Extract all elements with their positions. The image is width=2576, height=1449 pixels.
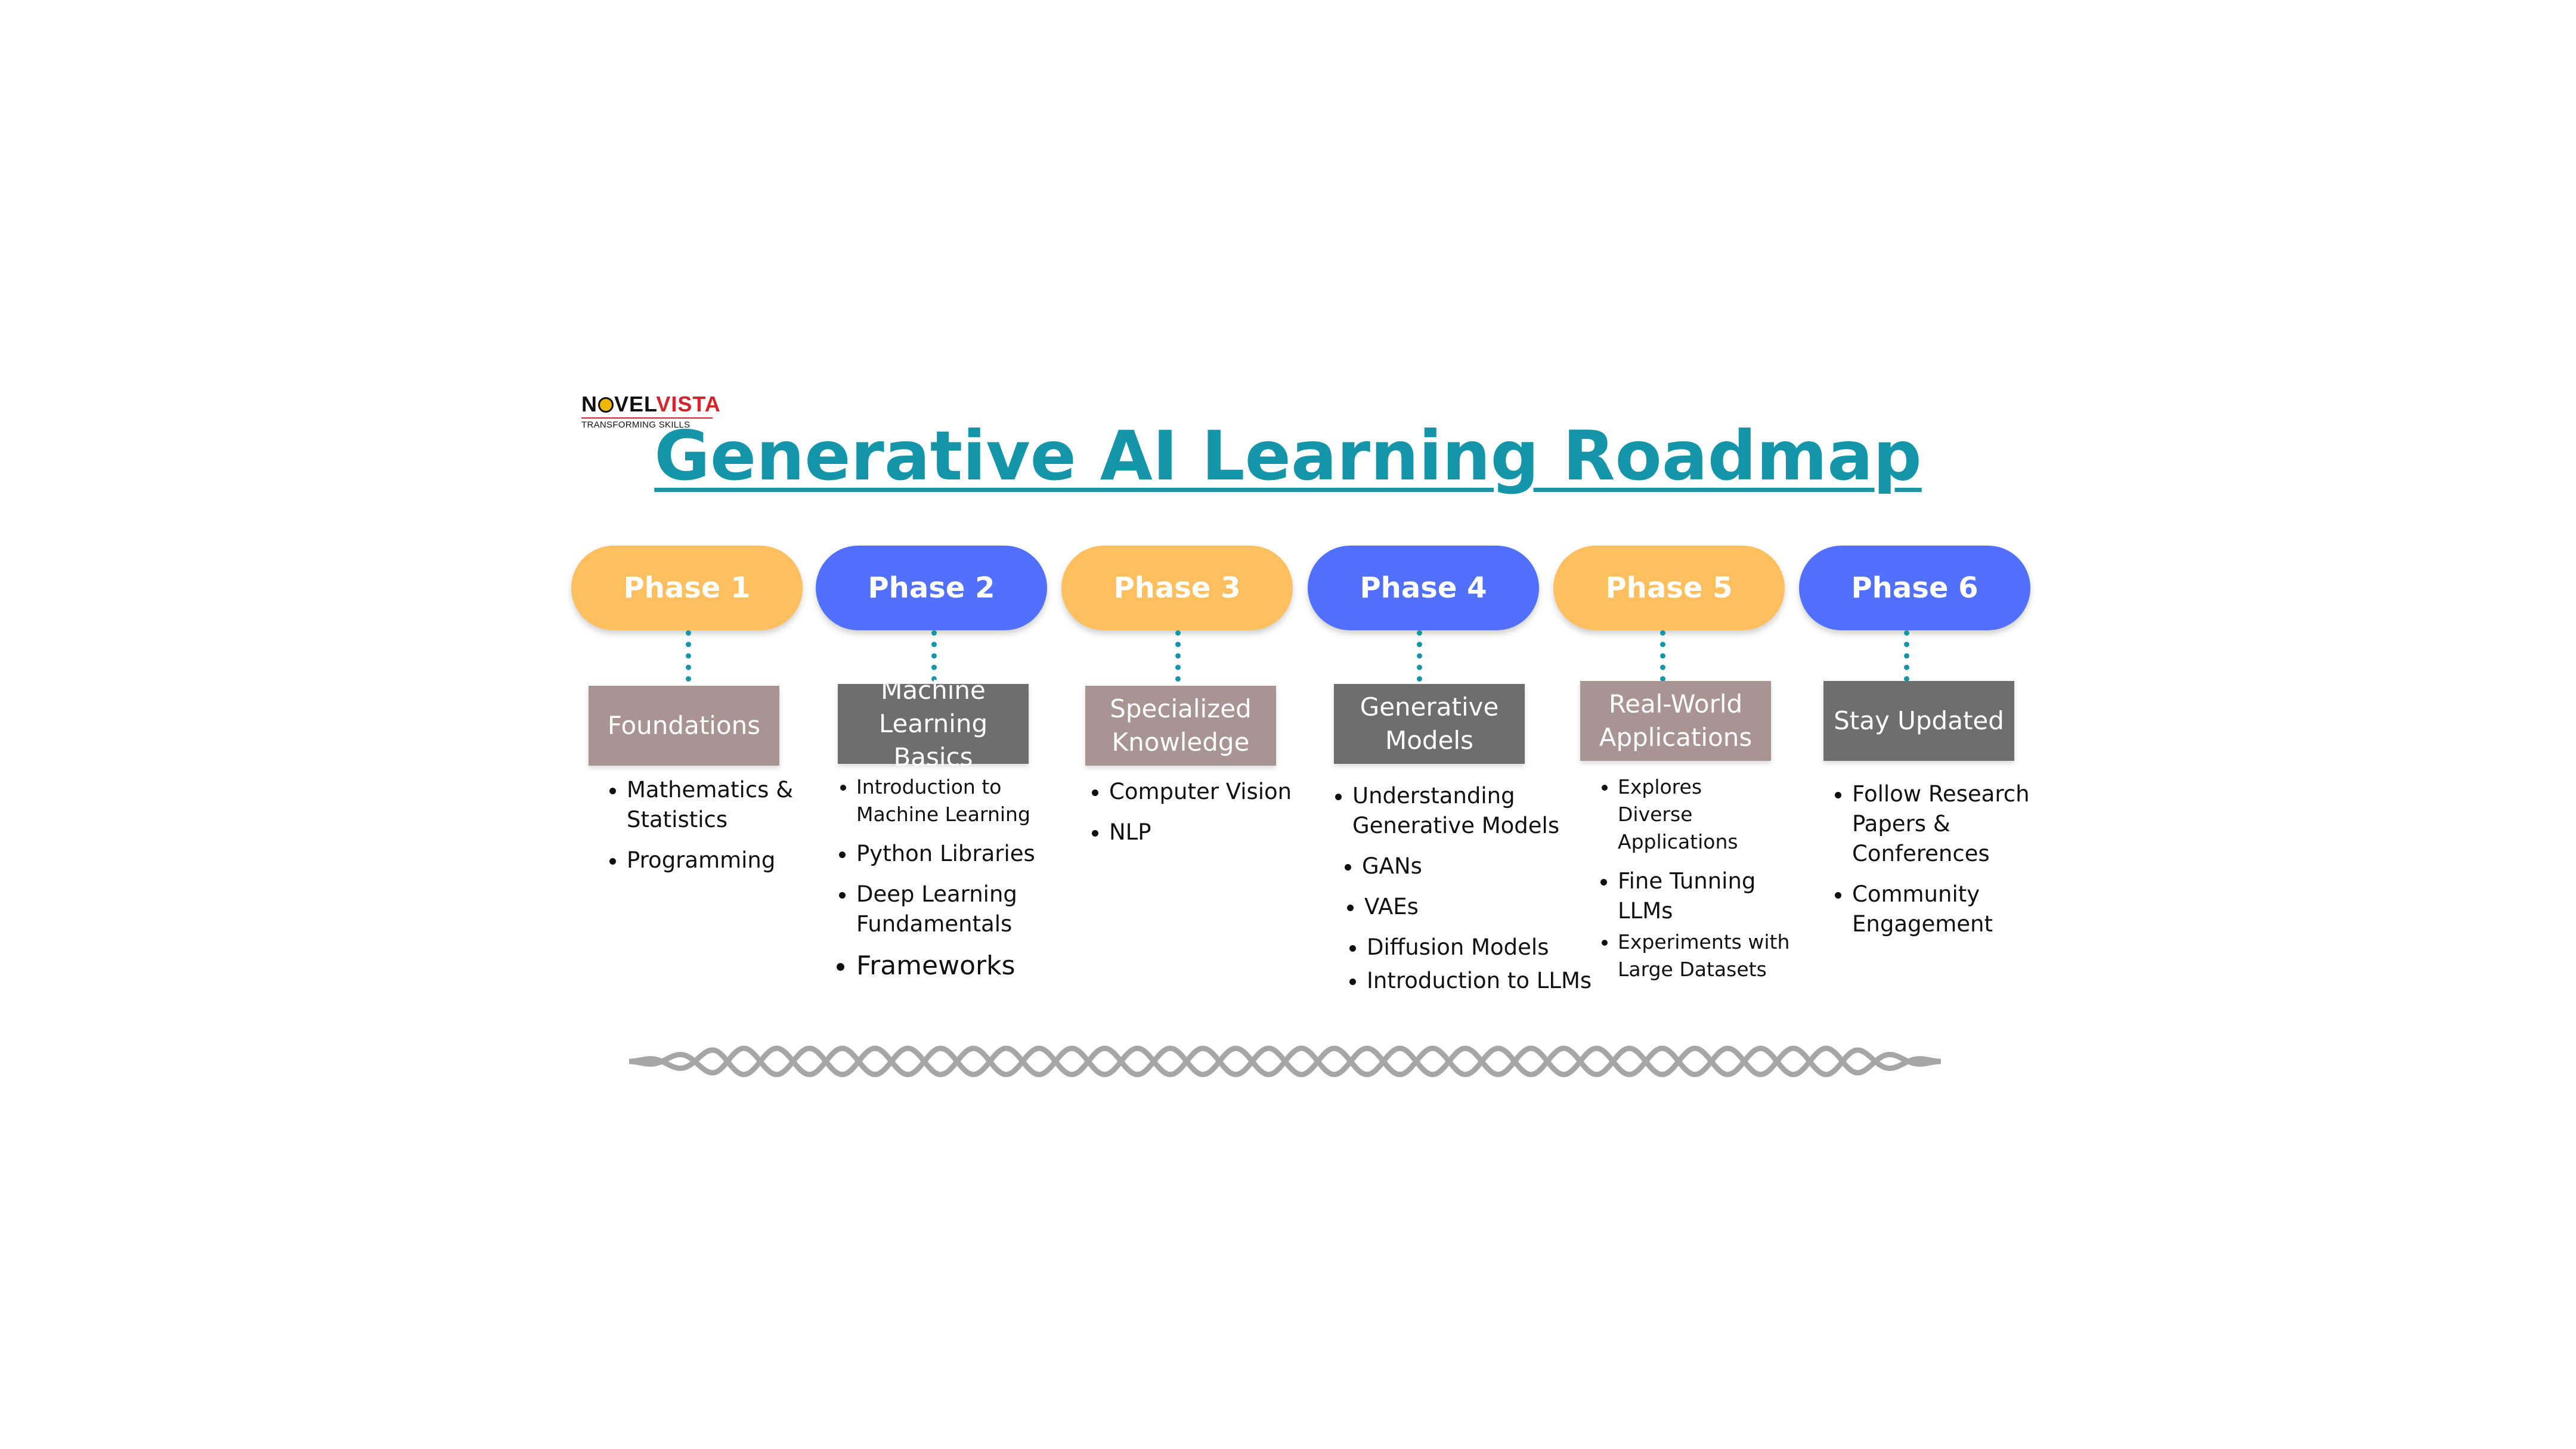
logo-o-mark-icon (598, 397, 614, 413)
phase-2-topic: Python Libraries (856, 839, 1065, 869)
wave-strand-b (629, 1045, 1941, 1078)
phase-6-connector (1904, 630, 1909, 682)
phase-4-topic: Diffusion Models (1367, 933, 1603, 962)
phase-3-topic: NLP (1109, 818, 1336, 847)
phase-5-stage-box: Real-World Applications (1580, 681, 1771, 761)
phase-3-stage-box: Specialized Knowledge (1085, 686, 1276, 766)
phase-6-topic: Follow Research Papers & Conferences (1852, 779, 2055, 869)
phase-2-connector (931, 630, 937, 682)
phase-1-stage-box: Foundations (589, 686, 779, 766)
phase-4-connector (1417, 630, 1422, 682)
phase-2-topic-list: Introduction to Machine Learning Python … (828, 773, 1065, 993)
phase-5-connector (1660, 630, 1665, 682)
phase-1-topic: Mathematics & Statistics (627, 775, 800, 835)
phase-2-topic: Frameworks (856, 950, 1065, 982)
phase-4-topic: VAEs (1364, 892, 1603, 922)
phase-6-topic: Community Engagement (1852, 880, 2055, 939)
phase-5-topic: Explores Diverse Applications (1618, 773, 1755, 856)
decorative-wave-divider (629, 1045, 1941, 1078)
phase-5-topic: Fine Tunning LLMs (1618, 866, 1773, 926)
phase-4-topic: Understanding Generative Models (1352, 781, 1603, 841)
logo-tagline: TRANSFORMING SKILLS (581, 417, 713, 430)
page-title: Generative AI Learning Roadmap (654, 416, 1922, 496)
phase-2-topic: Deep Learning Fundamentals (856, 880, 1065, 939)
phase-5-pill: Phase 5 (1553, 546, 1785, 630)
phase-1-topic-list: Mathematics & Statistics Programming (598, 775, 800, 886)
phase-4-topic: GANs (1362, 852, 1603, 881)
phase-4-topic: Introduction to LLMs (1367, 966, 1603, 996)
phase-2-stage-box: Machine Learning Basics (838, 676, 1029, 772)
phase-1-pill: Phase 1 (571, 546, 803, 630)
phase-3-connector (1175, 630, 1181, 682)
phase-1-topic: Programming (627, 846, 800, 875)
phase-3-topic-list: Computer Vision NLP (1080, 777, 1336, 858)
phase-5-topic-list: Explores Diverse Applications Fine Tunni… (1589, 773, 1832, 994)
phase-2-pill: Phase 2 (816, 546, 1047, 630)
phase-6-topic-list: Follow Research Papers & Conferences Com… (1823, 779, 2055, 950)
phase-4-topic-list: Understanding Generative Models GANs VAE… (1324, 781, 1603, 1007)
phase-5-topic: Experiments with Large Datasets (1618, 928, 1832, 983)
phase-6-pill: Phase 6 (1799, 546, 2030, 630)
phase-3-topic: Computer Vision (1109, 777, 1336, 807)
phase-4-stage-box: Generative Models (1334, 684, 1525, 764)
phase-4-pill: Phase 4 (1308, 546, 1539, 630)
phase-6-stage-box: Stay Updated (1823, 681, 2014, 761)
phase-2-topic: Introduction to Machine Learning (856, 773, 1065, 828)
phase-3-pill: Phase 3 (1061, 546, 1293, 630)
phase-1-connector (686, 630, 691, 682)
